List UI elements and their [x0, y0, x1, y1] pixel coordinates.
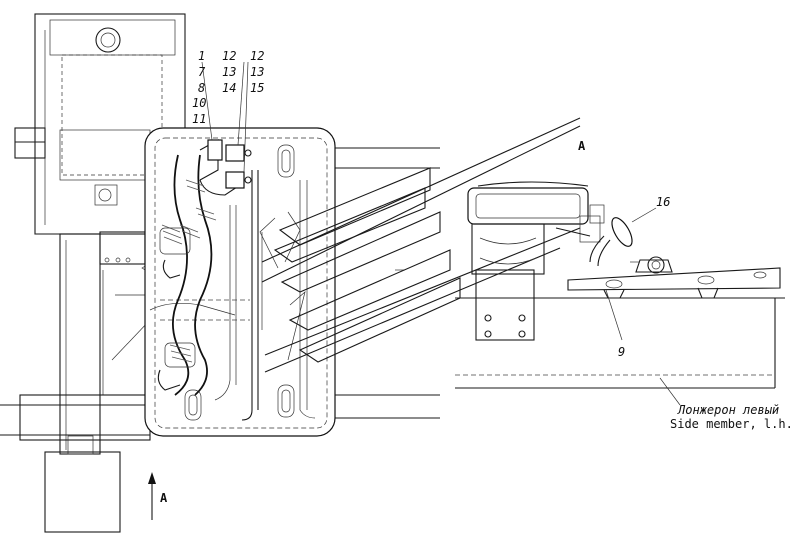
fuel-tank [144, 127, 336, 437]
callout-1: 1 [198, 49, 205, 63]
callout-9: 9 [618, 345, 625, 359]
side-member-ru: Лонжерон левый [677, 403, 779, 417]
fuel-hoses [157, 139, 252, 396]
callout-labels: 1 7 8 10 11 12 13 14 12 13 15 16 9 A A Л… [160, 49, 793, 505]
view-a-label-bottom: A [160, 491, 168, 505]
detail-view-a [455, 181, 785, 389]
callout-14: 14 [222, 81, 236, 95]
callout-16: 16 [656, 195, 670, 209]
callout-7: 7 [198, 65, 206, 79]
callout-12b: 12 [250, 49, 264, 63]
callout-10: 10 [192, 96, 206, 110]
callout-8: 8 [198, 81, 205, 95]
callout-11: 11 [192, 112, 206, 126]
callout-13b: 13 [250, 65, 264, 79]
view-a-large-arrow [259, 117, 581, 373]
view-a-label-top: A [578, 139, 586, 153]
callout-15: 15 [250, 81, 264, 95]
callout-12a: 12 [222, 49, 236, 63]
callout-13a: 13 [222, 65, 236, 79]
side-member-en: Side member, l.h. [670, 417, 793, 431]
